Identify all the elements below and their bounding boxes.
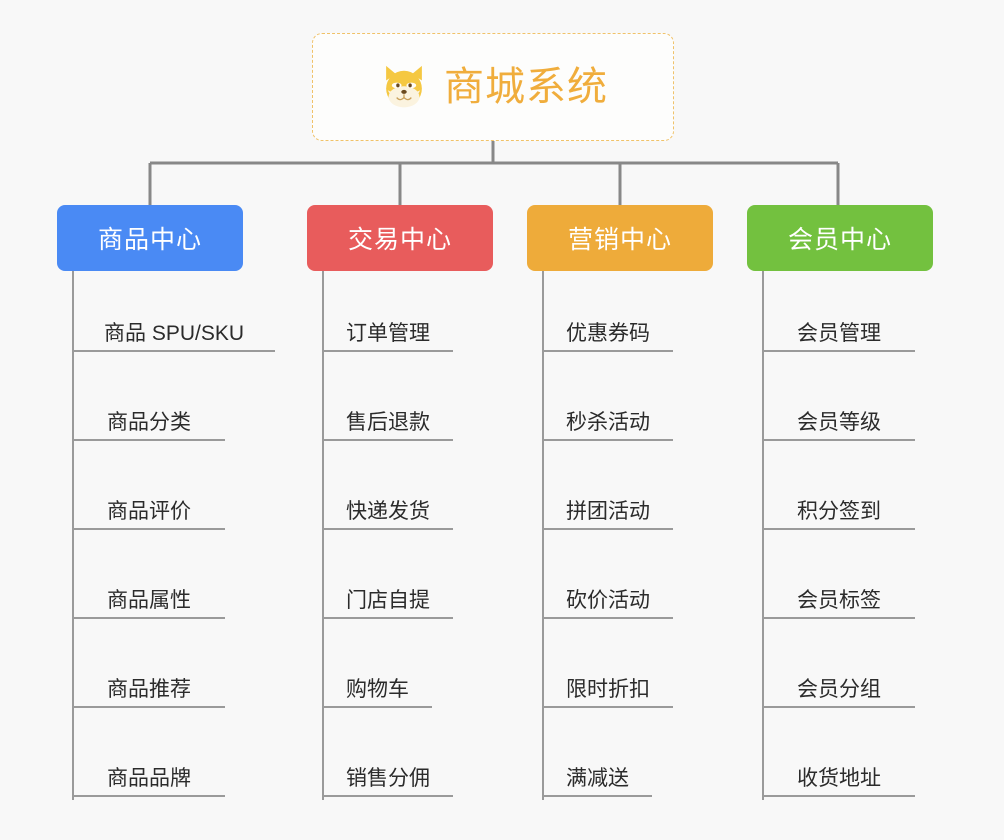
- root-node[interactable]: 商城系统: [312, 33, 674, 141]
- leaf-label: 满减送: [566, 766, 629, 790]
- shiba-dog-icon: [386, 65, 422, 108]
- category-box-marketing[interactable]: 营销中心: [527, 205, 713, 271]
- leaf-item[interactable]: 收货地址: [763, 751, 915, 797]
- leaf-label: 商品分类: [107, 410, 191, 434]
- leaf-item[interactable]: 拼团活动: [543, 484, 673, 530]
- leaf-item[interactable]: 满减送: [543, 751, 652, 797]
- category-label: 商品中心: [97, 226, 202, 254]
- leaf-item[interactable]: 积分签到: [763, 484, 915, 530]
- leaf-label: 商品推荐: [107, 677, 191, 701]
- leaf-label: 积分签到: [797, 499, 881, 523]
- leaf-item[interactable]: 销售分佣: [323, 751, 453, 797]
- category-box-member[interactable]: 会员中心: [747, 205, 933, 271]
- leaf-item[interactable]: 会员分组: [763, 662, 915, 708]
- leaf-label: 快递发货: [346, 499, 430, 523]
- leaf-item[interactable]: 购物车: [323, 662, 432, 708]
- category-label: 会员中心: [787, 226, 892, 254]
- leaf-item[interactable]: 门店自提: [323, 573, 453, 619]
- leaf-label: 购物车: [346, 677, 409, 701]
- category-box-product[interactable]: 商品中心: [57, 205, 243, 271]
- page-title: 商城系统: [444, 65, 608, 109]
- leaf-label: 商品评价: [107, 499, 191, 523]
- leaf-label: 会员等级: [797, 410, 881, 434]
- category-label: 交易中心: [347, 226, 452, 254]
- leaf-label: 商品品牌: [107, 766, 191, 790]
- category-label: 营销中心: [567, 226, 672, 254]
- leaf-item[interactable]: 限时折扣: [543, 662, 673, 708]
- leaf-item[interactable]: 会员管理: [763, 306, 915, 352]
- leaf-item[interactable]: 商品属性: [73, 573, 225, 619]
- leaf-label: 会员分组: [797, 677, 881, 701]
- leaf-label: 会员管理: [797, 321, 881, 345]
- leaf-item[interactable]: 售后退款: [323, 395, 453, 441]
- leaf-item[interactable]: 砍价活动: [543, 573, 673, 619]
- leaf-label: 商品属性: [107, 588, 191, 612]
- leaf-item[interactable]: 商品评价: [73, 484, 225, 530]
- leaf-item[interactable]: 商品 SPU/SKU: [73, 306, 275, 352]
- leaf-item[interactable]: 快递发货: [323, 484, 453, 530]
- leaf-item[interactable]: 商品推荐: [73, 662, 225, 708]
- leaf-item[interactable]: 优惠券码: [543, 306, 673, 352]
- leaf-item[interactable]: 商品分类: [73, 395, 225, 441]
- leaf-item[interactable]: 订单管理: [323, 306, 453, 352]
- leaf-label: 售后退款: [346, 410, 430, 434]
- leaf-item[interactable]: 商品品牌: [73, 751, 225, 797]
- leaf-label: 销售分佣: [346, 766, 430, 790]
- leaf-label: 砍价活动: [566, 588, 650, 612]
- leaf-label: 秒杀活动: [566, 410, 650, 434]
- leaf-label: 会员标签: [797, 588, 881, 612]
- leaf-label: 门店自提: [346, 588, 430, 612]
- leaf-item[interactable]: 会员标签: [763, 573, 915, 619]
- leaf-label: 优惠券码: [566, 321, 650, 345]
- leaf-label: 限时折扣: [566, 677, 650, 701]
- leaf-label: 收货地址: [797, 766, 881, 790]
- leaf-item[interactable]: 会员等级: [763, 395, 915, 441]
- leaf-label: 商品 SPU/SKU: [103, 321, 245, 345]
- leaf-label: 订单管理: [346, 321, 430, 345]
- leaf-label: 拼团活动: [566, 499, 650, 523]
- category-box-trade[interactable]: 交易中心: [307, 205, 493, 271]
- leaf-item[interactable]: 秒杀活动: [543, 395, 673, 441]
